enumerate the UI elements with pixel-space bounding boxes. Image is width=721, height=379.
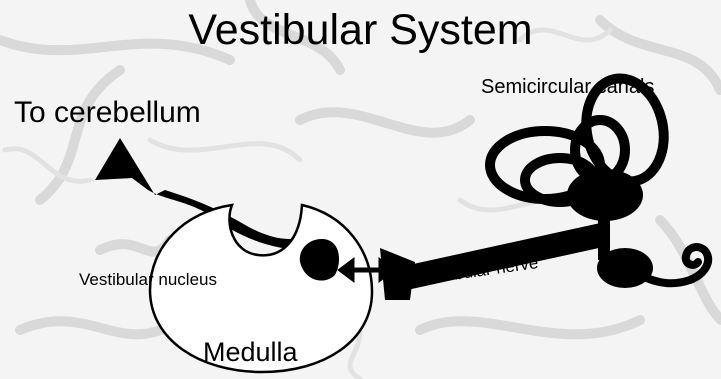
to-cerebellum-label: To cerebellum — [14, 96, 201, 130]
medulla-label: Medulla — [203, 337, 298, 368]
nerve-ganglion — [380, 248, 415, 300]
cochlea-base — [597, 248, 653, 288]
vestibule-body — [567, 169, 643, 221]
diagram-title: Vestibular System — [0, 6, 721, 55]
vestibular-nucleus-label: Vestibular nucleus — [79, 270, 217, 290]
semicircular-canals-label: Semicircular canals — [481, 76, 654, 99]
